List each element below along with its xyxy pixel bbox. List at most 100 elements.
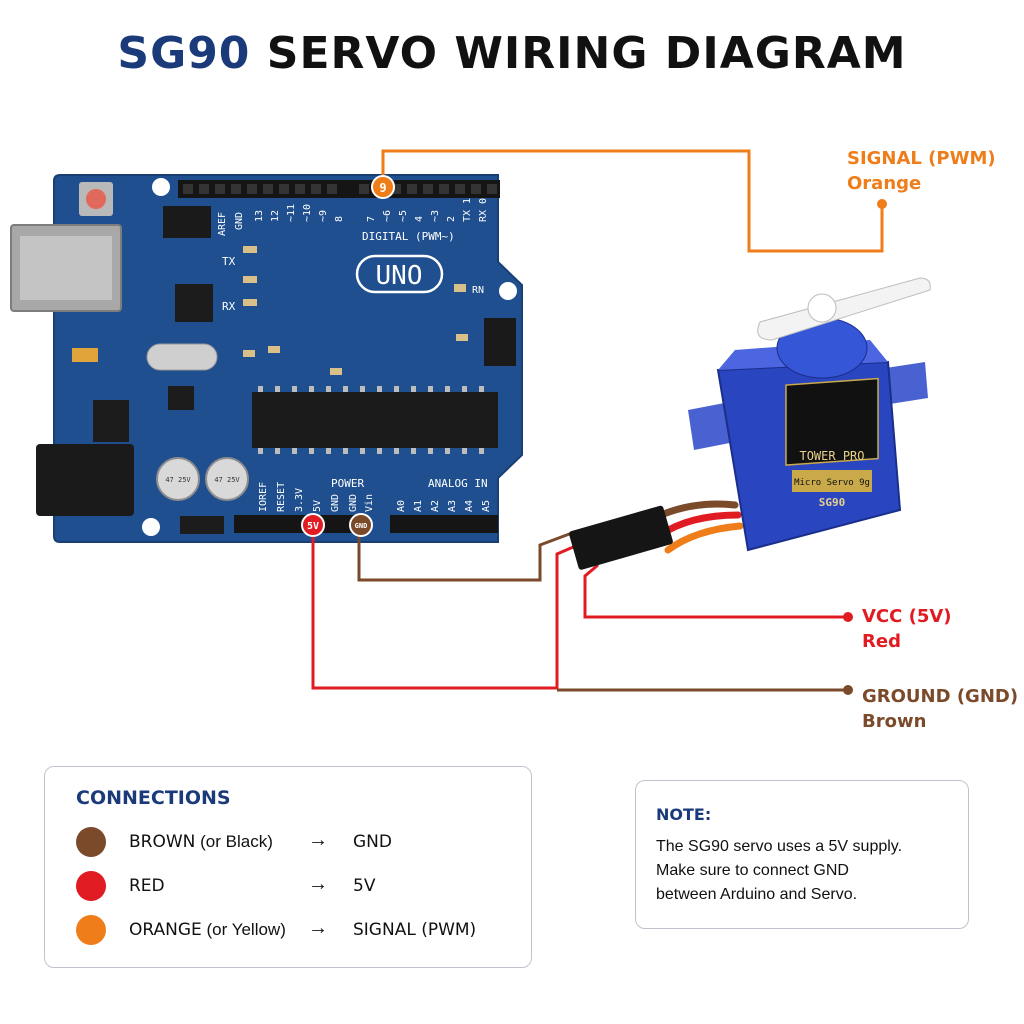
orange-dot-icon	[76, 915, 106, 945]
digital-pin-label: ~5	[398, 210, 409, 222]
analog-pin-label: A5	[481, 500, 492, 512]
capacitor	[205, 457, 249, 501]
legend-wire-name: RED	[129, 876, 165, 896]
arrow-right-icon: →	[308, 917, 328, 939]
power-header-label: POWER	[331, 477, 364, 490]
analog-pin-label: A0	[396, 500, 407, 512]
signal-wire-label: SIGNAL (PWM) Orange	[847, 146, 996, 196]
digital-pin-label: ~3	[430, 210, 441, 222]
pin-badge-signal: 9	[371, 175, 395, 199]
small-chip	[168, 386, 194, 410]
mount-hole	[152, 178, 170, 196]
digital-pin-label: TX 1	[462, 198, 473, 222]
analog-header-label: ANALOG IN	[428, 477, 488, 490]
usb-chip	[175, 284, 213, 322]
digital-pin-label: ~11	[286, 204, 297, 222]
atmega-chip	[252, 392, 498, 448]
servo-model-line: Micro Servo 9g	[794, 478, 870, 488]
icsp-header	[163, 206, 211, 238]
svg-text:5V: 5V	[307, 521, 319, 532]
power-pin-label: RESET	[276, 482, 287, 512]
gnd-label-dot	[843, 685, 853, 695]
gnd-wire	[357, 528, 573, 582]
capacitor-label: 47 25V	[165, 476, 191, 484]
servo-horn-hub	[807, 293, 837, 323]
uno-logo-frame	[355, 254, 444, 294]
arrow-right-icon: →	[308, 873, 328, 895]
red-dot-icon	[76, 871, 106, 901]
power-pin-label: GND	[348, 494, 359, 512]
brown-dot-icon	[76, 827, 106, 857]
capacitor	[156, 457, 200, 501]
digital-pin-label: 7	[366, 216, 377, 222]
servo-model-band	[792, 470, 872, 492]
sg90-servo: TOWER PRO Micro Servo 9g SG90	[569, 277, 931, 570]
crystal	[146, 343, 218, 371]
note-line: The SG90 servo uses a 5V supply.	[656, 838, 903, 855]
digital-pin-label: ~10	[302, 204, 313, 222]
usb-port-inner	[20, 236, 112, 300]
arrow-right-icon: →	[308, 829, 328, 851]
signal-wire-label-name: SIGNAL (PWM)	[847, 148, 996, 169]
servo-horn	[757, 277, 931, 341]
diode	[180, 516, 224, 534]
smd-components	[72, 246, 468, 375]
digital-pin-label: ~6	[382, 210, 393, 222]
servo-model: SG90	[819, 496, 846, 509]
servo-connector	[569, 505, 673, 570]
analog-header	[390, 515, 498, 533]
power-pin-label: IOREF	[258, 482, 269, 512]
rx-label: RX	[222, 300, 236, 313]
digital-pin-label: 4	[414, 216, 425, 222]
note-line: Make sure to connect GND	[656, 862, 849, 879]
digital-header-label: DIGITAL (PWM~)	[362, 230, 455, 243]
chip-pins	[258, 386, 484, 454]
title-part-sg90: SG90	[117, 28, 251, 79]
note-heading: NOTE:	[656, 805, 712, 824]
signal-wire-label-color: Orange	[847, 173, 922, 194]
tx-label: TX	[222, 255, 236, 268]
digital-pin-label: ~9	[318, 210, 329, 222]
note-text: The SG90 servo uses a 5V supply. Make su…	[656, 835, 956, 907]
digital-pin-label: 13	[254, 210, 265, 222]
legend-target: GND	[353, 832, 392, 852]
mount-hole	[142, 518, 160, 536]
gnd-wire-label-name: GROUND (GND)	[862, 686, 1019, 707]
connections-heading: CONNECTIONS	[76, 787, 231, 809]
digital-pin-label: 8	[334, 216, 345, 222]
digital-pin-labels: 13 12 ~11 ~10 ~9 8 7 ~6 ~5 4 ~3 2 TX 1 RX 0	[254, 198, 489, 222]
gnd-wire-label-color: Brown	[862, 711, 927, 732]
pin-badge-gnd: GND	[349, 513, 373, 537]
power-pin-label: 3.3V	[294, 488, 305, 512]
power-pin-label: GND	[330, 494, 341, 512]
mount-hole	[499, 282, 517, 300]
digital-pin-label: 12	[270, 210, 281, 222]
uno-logo: UNO	[376, 261, 423, 291]
vcc-wire-label-name: VCC (5V)	[862, 606, 952, 627]
capacitor-label: 47 25V	[214, 476, 240, 484]
legend-target: 5V	[353, 876, 376, 896]
note-box: NOTE: The SG90 servo uses a 5V supply. M…	[635, 780, 969, 929]
power-jack	[36, 444, 134, 516]
servo-mount-tab	[886, 362, 928, 404]
digital-header	[178, 180, 500, 198]
power-header	[234, 515, 368, 533]
vcc-wire-label-color: Red	[862, 631, 901, 652]
svg-text:9: 9	[379, 181, 386, 195]
vcc-wire	[311, 528, 579, 690]
note-line: between Arduino and Servo.	[656, 886, 858, 903]
mount-hole	[499, 479, 517, 497]
legend-wire-name: BROWN (or Black)	[129, 832, 273, 852]
vcc-wire-label: VCC (5V) Red	[862, 604, 952, 654]
servo-label	[785, 377, 879, 466]
digital-pin-label: RX 0	[478, 198, 489, 222]
gnd-wire-label: GROUND (GND) Brown	[862, 684, 1018, 734]
analog-pin-label: A2	[430, 500, 441, 512]
digital-pin-label: 2	[446, 216, 457, 222]
arduino-uno-board: 47 25V 47 25V UNO	[10, 174, 523, 543]
rn-label: RN	[472, 285, 484, 296]
power-pin-label: 5V	[312, 500, 323, 512]
connections-legend: CONNECTIONS BROWN (or Black) → GND RED →…	[44, 766, 532, 968]
